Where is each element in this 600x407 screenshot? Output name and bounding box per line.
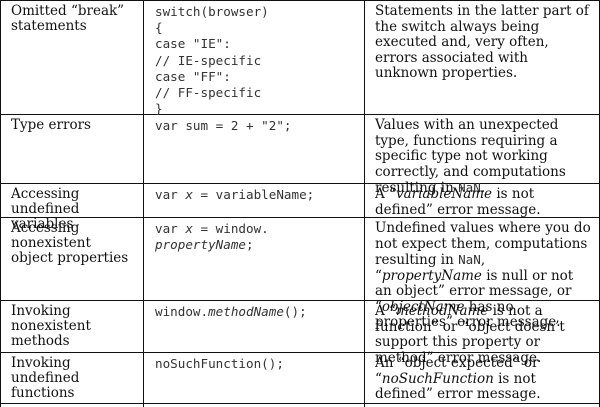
symptoms-text: . bbox=[480, 180, 486, 196]
code-line: // FF-specific bbox=[155, 85, 262, 101]
table-rule bbox=[0, 114, 600, 115]
code-text: (); bbox=[283, 304, 307, 319]
code-cell: var sum = 2 + "2"; bbox=[155, 118, 292, 133]
table-rule bbox=[0, 0, 600, 1]
symptoms-cell: Values with an unexpected type, function… bbox=[375, 117, 585, 197]
problem-cell: Accessing undefined variables bbox=[11, 186, 80, 232]
symptoms-text: is not a function” or “object doesn’t su… bbox=[375, 303, 565, 366]
code-text: var bbox=[155, 221, 186, 236]
problem-cell: Invoking undefined functions bbox=[11, 355, 80, 401]
code-placeholder: propertyName bbox=[155, 237, 246, 253]
symptoms-placeholder: noSuchFunction bbox=[381, 370, 494, 387]
nan-code: NaN bbox=[458, 180, 481, 195]
symptoms-text: Undefined values where you do not expect… bbox=[375, 220, 591, 268]
symptoms-placeholder: objectName bbox=[381, 298, 465, 315]
symptoms-text: An “object expected” or “ bbox=[375, 355, 539, 387]
code-line: } bbox=[155, 101, 163, 117]
symptoms-placeholder: variableName bbox=[395, 186, 493, 202]
code-text: window. bbox=[155, 304, 209, 319]
code-placeholder: methodName bbox=[208, 304, 284, 319]
table-rule bbox=[0, 183, 600, 184]
table-rule bbox=[0, 217, 600, 218]
symptoms-cell: A “methodName is not a function” or “obj… bbox=[375, 303, 593, 366]
table-rule bbox=[0, 352, 600, 353]
code-cell: noSuchFunction(); bbox=[155, 356, 284, 371]
code-text: = variableName; bbox=[192, 187, 315, 202]
code-text: = window. bbox=[192, 221, 269, 236]
code-text: var bbox=[155, 187, 186, 202]
table-rule bbox=[0, 0, 1, 407]
symptoms-cell: Statements in the latter part of the swi… bbox=[375, 3, 589, 81]
code-line: case "IE": bbox=[155, 36, 231, 52]
code-text: ; bbox=[246, 237, 254, 253]
nan-code: NaN bbox=[458, 252, 481, 267]
problem-cell: Accessing nonexistent object properties bbox=[11, 220, 129, 266]
symptoms-text: A “ bbox=[375, 303, 396, 319]
symptoms-text: has no properties” error message. bbox=[375, 298, 561, 330]
code-line: // IE-specific bbox=[155, 52, 262, 68]
table-rule bbox=[364, 0, 365, 407]
problem-cell: Type errors bbox=[11, 117, 91, 133]
symptoms-placeholder: propertyName bbox=[381, 267, 482, 284]
code-cell: switch(browser) { case "IE": // IE-speci… bbox=[155, 4, 355, 117]
code-line: case "FF": bbox=[155, 68, 231, 84]
table-rule bbox=[143, 0, 144, 407]
problem-cell: Invoking nonexistent methods bbox=[11, 303, 91, 349]
symptoms-cell: A “variableName is not defined” error me… bbox=[375, 186, 593, 218]
code-placeholder: x bbox=[185, 221, 193, 236]
symptoms-text: A “ bbox=[375, 186, 396, 202]
problem-cell: Omitted “break” statements bbox=[11, 3, 125, 34]
symptoms-text: is null or not an object” error message,… bbox=[375, 267, 574, 315]
symptoms-text: is not defined” error message. bbox=[375, 186, 541, 218]
symptoms-cell: An “object expected” or “noSuchFunction … bbox=[375, 355, 585, 403]
symptoms-cell: Undefined values where you do not expect… bbox=[375, 220, 593, 331]
code-cell: var x = variableName; bbox=[155, 187, 355, 203]
symptoms-placeholder: methodName bbox=[395, 303, 489, 319]
table-rule bbox=[0, 403, 600, 404]
symptoms-text: is not defined” error message. bbox=[375, 370, 541, 402]
code-cell: window.methodName(); bbox=[155, 304, 355, 320]
code-line: { bbox=[155, 20, 163, 36]
symptoms-text: , “ bbox=[375, 252, 486, 284]
code-line: switch(browser) bbox=[155, 4, 269, 19]
symptoms-text: Values with an unexpected type, function… bbox=[375, 117, 566, 196]
code-cell: var x = window. propertyName; bbox=[155, 221, 355, 253]
table-rule bbox=[0, 300, 600, 301]
code-placeholder: x bbox=[185, 187, 193, 202]
